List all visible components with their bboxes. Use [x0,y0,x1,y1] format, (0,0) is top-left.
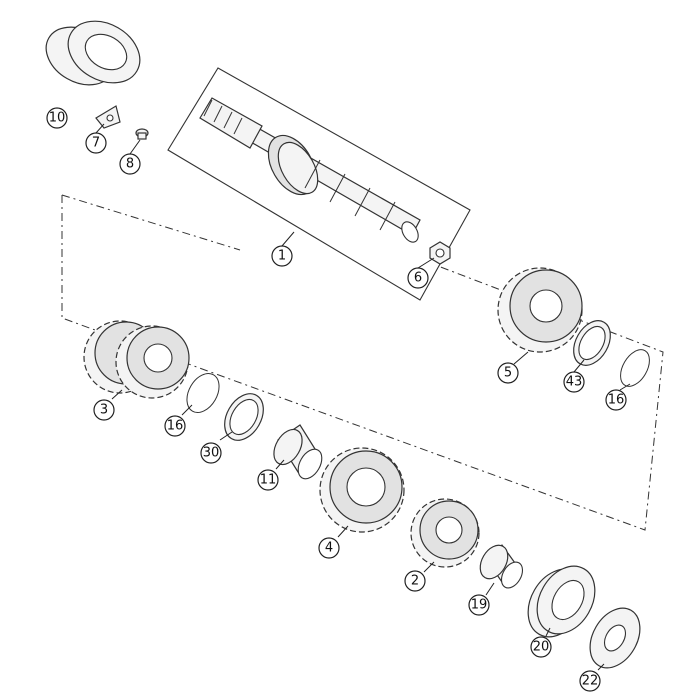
callout-7: 7 [85,132,107,154]
callout-11: 11 [257,469,279,491]
nut-6 [429,241,451,265]
callout-22: 22 [579,670,601,692]
callout-5: 5 [497,362,519,384]
gear-5 [497,267,583,353]
callout-6: 6 [407,267,429,289]
lock-plate-7 [95,105,121,129]
svg-text:4: 4 [325,541,333,556]
bushing-19 [479,544,524,589]
callout-43: 43 [563,371,585,393]
main-shaft-1 [199,97,421,243]
svg-text:1: 1 [278,249,286,264]
svg-text:16: 16 [608,393,625,408]
gear-2 [410,498,480,568]
circlip-16-left [186,373,220,413]
svg-text:22: 22 [582,674,599,689]
svg-text:3: 3 [100,403,108,418]
callout-30: 30 [200,442,222,464]
svg-text:16: 16 [167,419,184,434]
shim-22 [589,607,641,669]
callout-19: 19 [468,594,490,616]
callout-16-right: 16 [605,389,627,411]
callout-20: 20 [530,636,552,658]
svg-text:5: 5 [504,366,512,381]
needle-bearing-11 [273,424,323,480]
callout-16-left: 16 [164,415,186,437]
callout-2: 2 [404,570,426,592]
screw-8 [135,128,149,140]
bearing-10 [45,20,141,86]
svg-text:7: 7 [92,136,100,151]
callout-4: 4 [318,537,340,559]
svg-text:11: 11 [260,473,277,488]
svg-text:8: 8 [126,157,134,172]
gear-4 [319,447,405,533]
assembly-dash-top [61,194,241,251]
svg-text:43: 43 [566,375,583,390]
assembly-dash-outline [61,195,664,531]
svg-text:19: 19 [471,598,488,613]
callout-8: 8 [119,153,141,175]
svg-text:10: 10 [49,111,66,126]
circlip-16-right [620,349,650,387]
double-gear-3 [83,320,190,399]
svg-text:20: 20 [533,640,550,655]
svg-text:2: 2 [411,574,419,589]
callout-1: 1 [271,245,293,267]
svg-text:6: 6 [414,271,422,286]
bearing-20 [527,565,596,638]
shaft-group-box [167,67,471,301]
washer-30 [224,393,264,441]
washer-43 [573,320,611,366]
svg-text:30: 30 [203,446,220,461]
callout-10: 10 [46,107,68,129]
callout-3: 3 [93,399,115,421]
